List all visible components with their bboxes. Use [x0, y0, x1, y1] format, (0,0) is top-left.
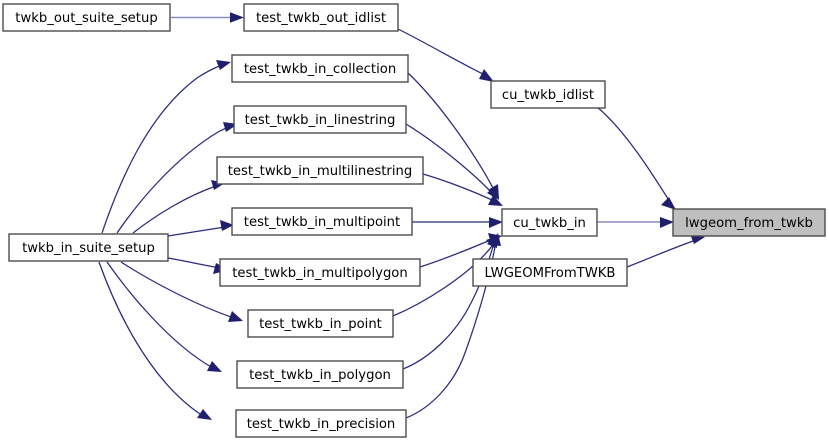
node-lwgeom_from_twkb[interactable]: lwgeom_from_twkb: [672, 208, 826, 237]
edge-test_twkb_in_multilinestring-to-cu_twkb_in: [422, 173, 503, 206]
node-box[interactable]: [490, 80, 606, 109]
node-test_twkb_in_collection[interactable]: test_twkb_in_collection: [231, 54, 409, 83]
edge-line: [167, 226, 226, 237]
node-box[interactable]: [247, 309, 394, 338]
node-box[interactable]: [231, 54, 409, 83]
edge-twkb_in_suite_setup-to-test_twkb_in_multilinestring: [132, 180, 225, 234]
node-box[interactable]: [219, 258, 421, 287]
node-cu_twkb_idlist[interactable]: cu_twkb_idlist: [490, 80, 606, 109]
edge-twkb_in_suite_setup-to-test_twkb_in_point: [120, 261, 243, 322]
arrowhead-icon: [216, 60, 231, 70]
node-test_twkb_in_polygon[interactable]: test_twkb_in_polygon: [236, 360, 404, 389]
node-LWGEOMFromTWKB[interactable]: LWGEOMFromTWKB: [472, 258, 628, 287]
node-box[interactable]: [235, 409, 407, 438]
edge-line: [392, 242, 495, 317]
node-box[interactable]: [501, 208, 598, 237]
node-cu_twkb_in[interactable]: cu_twkb_in: [501, 208, 598, 237]
node-box[interactable]: [233, 105, 407, 134]
edge-twkb_in_suite_setup-to-test_twkb_in_polygon: [106, 261, 222, 372]
edge-line: [120, 261, 235, 319]
arrowhead-icon: [220, 220, 234, 231]
edge-cu_twkb_in-to-lwgeom_from_twkb: [597, 217, 674, 228]
arrowhead-icon: [488, 195, 503, 206]
node-box[interactable]: [216, 156, 424, 185]
edge-twkb_in_suite_setup-to-test_twkb_in_precision: [98, 261, 212, 420]
node-box[interactable]: [8, 233, 169, 262]
node-box[interactable]: [472, 258, 628, 287]
node-twkb_in_suite_setup[interactable]: twkb_in_suite_setup: [8, 233, 169, 262]
node-test_twkb_in_multipolygon[interactable]: test_twkb_in_multipolygon: [219, 258, 421, 287]
arrowhead-icon: [207, 361, 222, 372]
node-test_twkb_in_multilinestring[interactable]: test_twkb_in_multilinestring: [216, 156, 424, 185]
node-test_twkb_in_point[interactable]: test_twkb_in_point: [247, 309, 394, 338]
arrowhead-icon: [490, 233, 501, 246]
edge-line: [405, 123, 493, 194]
edge-line: [167, 257, 221, 269]
node-box[interactable]: [2, 3, 171, 32]
edge-test_twkb_out_idlist-to-cu_twkb_idlist: [397, 28, 494, 82]
edge-line: [132, 185, 217, 234]
edge-line: [407, 72, 495, 191]
edge-line: [397, 28, 488, 77]
edge-twkb_out_suite_setup-to-test_twkb_out_idlist: [171, 12, 244, 23]
node-test_twkb_in_multipoint[interactable]: test_twkb_in_multipoint: [231, 207, 413, 236]
edge-test_twkb_in_linestring-to-cu_twkb_in: [405, 123, 499, 200]
arrowhead-icon: [228, 311, 243, 322]
edge-test_twkb_in_polygon-to-cu_twkb_in: [402, 234, 497, 370]
arrowhead-icon: [197, 409, 212, 420]
arrowhead-icon: [230, 12, 244, 23]
node-box[interactable]: [672, 208, 826, 237]
arrowhead-icon: [479, 69, 494, 82]
edge-line: [596, 106, 671, 203]
node-test_twkb_out_idlist[interactable]: test_twkb_out_idlist: [243, 3, 399, 32]
edge-cu_twkb_idlist-to-lwgeom_from_twkb: [596, 106, 676, 210]
node-twkb_out_suite_setup[interactable]: twkb_out_suite_setup: [2, 3, 171, 32]
arrowhead-icon: [660, 217, 674, 228]
edge-line: [626, 239, 697, 268]
node-test_twkb_in_precision[interactable]: test_twkb_in_precision: [235, 409, 407, 438]
edge-line: [98, 261, 204, 417]
edge-line: [116, 126, 230, 234]
arrowhead-icon: [489, 217, 503, 228]
edge-line: [101, 64, 223, 234]
node-box[interactable]: [231, 207, 413, 236]
node-box[interactable]: [243, 3, 399, 32]
node-test_twkb_in_linestring[interactable]: test_twkb_in_linestring: [233, 105, 407, 134]
edge-test_twkb_in_multipoint-to-cu_twkb_in: [412, 217, 503, 228]
node-box[interactable]: [236, 360, 404, 389]
edge-line: [106, 261, 214, 369]
edge-twkb_in_suite_setup-to-test_twkb_in_collection: [101, 60, 231, 234]
edge-LWGEOMFromTWKB-to-lwgeom_from_twkb: [626, 234, 705, 268]
edge-line: [422, 173, 495, 202]
arrowhead-icon: [661, 197, 676, 210]
arrowhead-icon: [487, 186, 499, 200]
edge-twkb_in_suite_setup-to-test_twkb_in_multipoint: [167, 220, 234, 237]
